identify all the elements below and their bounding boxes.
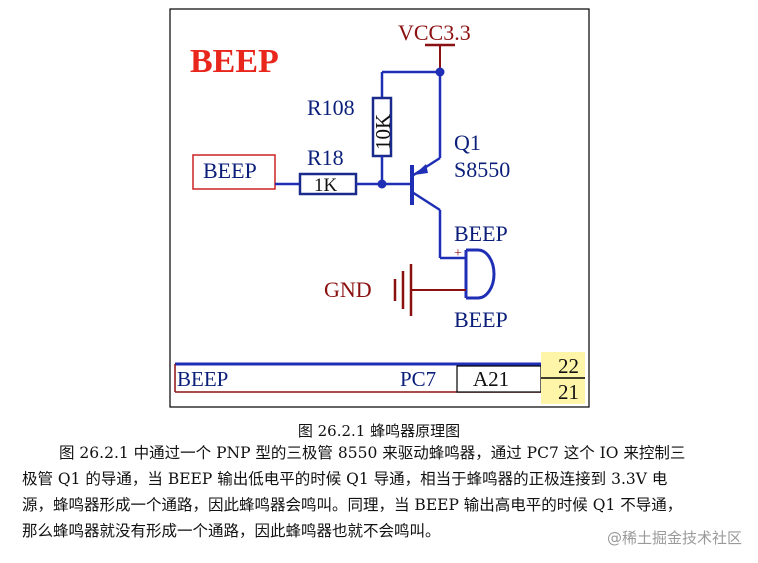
schematic-frame bbox=[169, 8, 590, 408]
buzzer-top-label: BEEP bbox=[454, 221, 508, 246]
pin-name: PC7 bbox=[400, 367, 436, 391]
r18-value: 1K bbox=[314, 175, 338, 196]
vcc-label: VCC3.3 bbox=[398, 20, 471, 45]
paragraph-line: 图 26.2.1 中通过一个 PNP 型的三极管 8550 来驱动蜂鸣器，通过 … bbox=[59, 444, 686, 462]
q1-emitter-arrow bbox=[414, 164, 428, 175]
input-label: BEEP bbox=[203, 158, 257, 183]
gnd-label: GND bbox=[324, 277, 372, 302]
buzzer-plus-sign: + bbox=[454, 246, 462, 261]
figure-caption: 图 26.2.1 蜂鸣器原理图 bbox=[297, 422, 461, 440]
pin-ref: A21 bbox=[473, 367, 509, 391]
buzzer-bottom-label: BEEP bbox=[454, 307, 508, 332]
pin-ref-box bbox=[456, 365, 542, 393]
paragraph-line: 那么蜂鸣器就没有形成一个通路，因此蜂鸣器也就不会鸣叫。 bbox=[22, 522, 441, 540]
pin-22: 22 bbox=[558, 354, 579, 378]
input-label-box bbox=[192, 154, 276, 190]
q1-part: S8550 bbox=[454, 157, 510, 182]
schematic-title: BEEP bbox=[190, 43, 279, 80]
beep-schematic: BEEP VCC3.3 10K R108 BEEP R18 1K Q1 S855… bbox=[169, 8, 590, 408]
r108-name: R108 bbox=[307, 95, 355, 120]
q1-collector-leg bbox=[411, 190, 441, 212]
watermark: @稀土掘金技术社区 bbox=[606, 529, 742, 547]
paragraph-line: 极管 Q1 的导通，当 BEEP 输出低电平的时候 Q1 导通，相当于蜂鸣器的正… bbox=[22, 470, 668, 488]
r108-value: 10K bbox=[371, 114, 395, 150]
body-paragraph: 图 26.2.1 中通过一个 PNP 型的三极管 8550 来驱动蜂鸣器，通过 … bbox=[22, 440, 742, 544]
buzzer-body bbox=[466, 248, 496, 300]
pin-21: 21 bbox=[558, 380, 579, 404]
net-label: BEEP bbox=[177, 367, 228, 391]
q1-name: Q1 bbox=[454, 130, 481, 155]
r18-name: R18 bbox=[307, 145, 344, 170]
paragraph-line: 源，蜂鸣器形成一个通路，因此蜂鸣器会鸣叫。同理，当 BEEP 输出高电平的时候 … bbox=[22, 496, 683, 514]
